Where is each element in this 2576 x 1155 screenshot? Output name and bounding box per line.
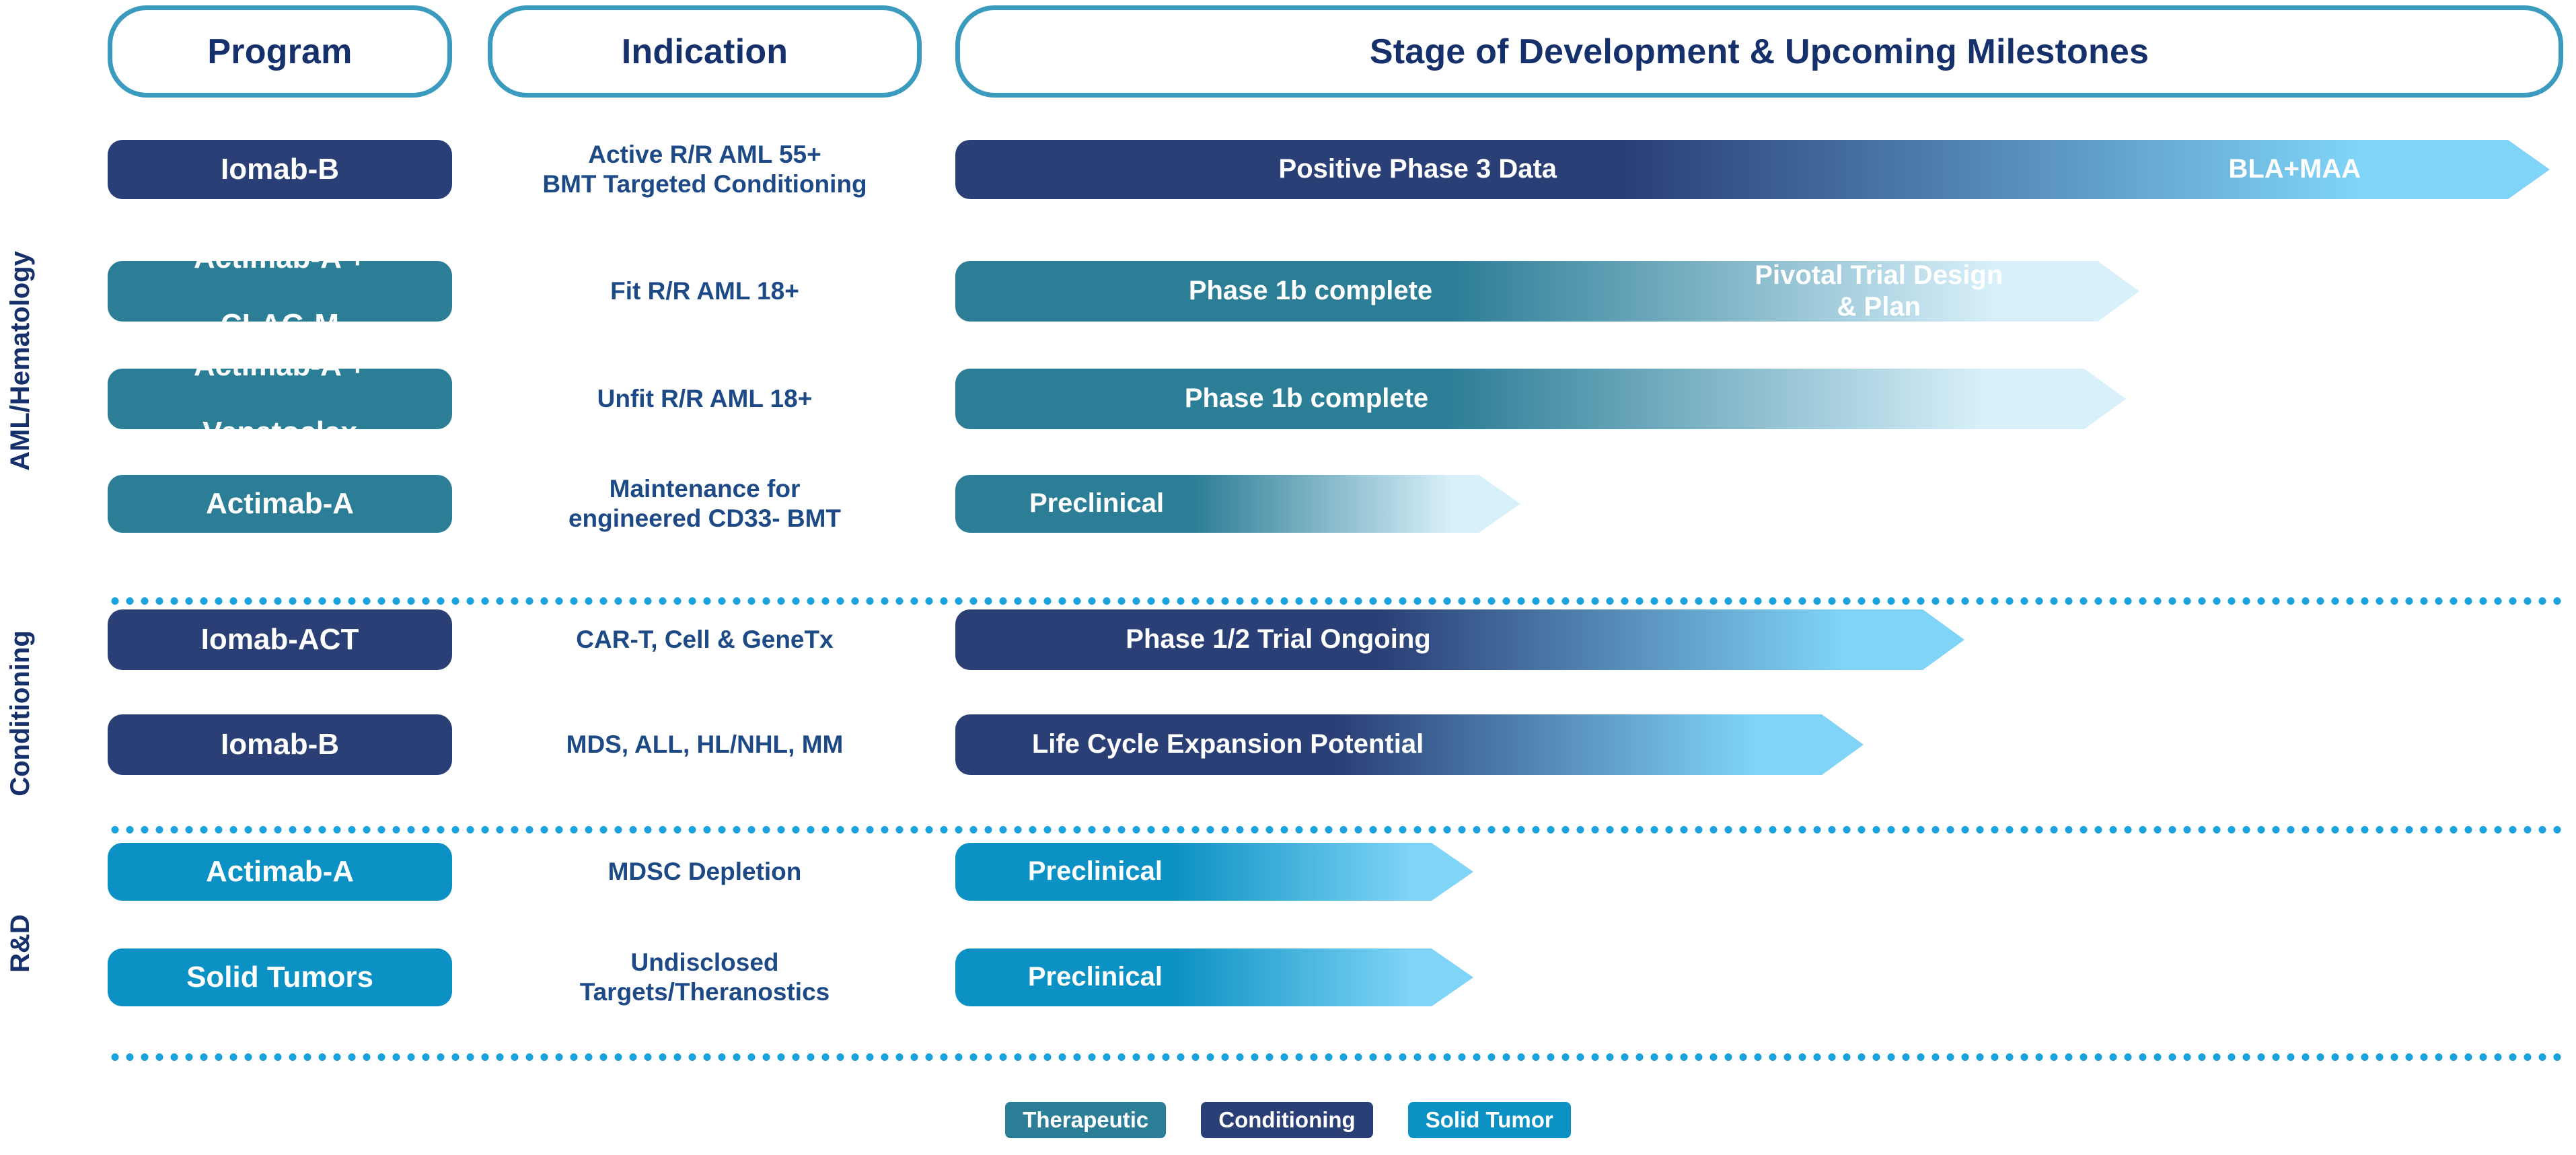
- indication-line: MDSC Depletion: [608, 857, 802, 885]
- indication-line: CAR-T, Cell & GeneTx: [576, 625, 834, 653]
- milestone-bar[interactable]: Phase 1b complete: [955, 369, 2126, 429]
- milestone-bar[interactable]: Phase 1b complete Pivotal Trial Design& P…: [955, 261, 2139, 322]
- indication-line: Targets/Theranostics: [579, 978, 830, 1006]
- milestone-label: Life Cycle Expansion Potential: [1026, 714, 1430, 775]
- indication-line: Maintenance for: [609, 474, 801, 502]
- milestone-bar-fill: Positive Phase 3 Data BLA+MAA: [955, 140, 2550, 199]
- milestone-label: Preclinical: [893, 948, 1297, 1006]
- milestone-label-line: Phase 1/2 Trial Ongoing: [1126, 624, 1431, 655]
- program-pill[interactable]: Iomab-B: [108, 714, 452, 775]
- milestone-label: Phase 1/2 Trial Ongoing: [1076, 609, 1480, 670]
- milestone-label: Preclinical: [895, 475, 1298, 533]
- milestone-label-line: & Plan: [1837, 292, 1921, 322]
- indication-text: MDSC Depletion: [488, 843, 922, 901]
- indication-text: Maintenance for engineered CD33- BMT: [488, 471, 922, 537]
- legend-item-conditioning[interactable]: Conditioning: [1201, 1102, 1373, 1138]
- section-divider-1: [108, 597, 2564, 605]
- indication-text: Fit R/R AML 18+: [488, 261, 922, 322]
- section-label-text: R&D: [5, 914, 35, 973]
- indication-text: MDS, ALL, HL/NHL, MM: [488, 714, 922, 775]
- program-label: Solid Tumors: [186, 961, 373, 994]
- milestone-label-line: Pivotal Trial Design: [1755, 260, 2003, 290]
- indication-line: BMT Targeted Conditioning: [542, 170, 867, 198]
- column-header-program-label: Program: [207, 32, 353, 71]
- program-label: Iomab-B: [221, 153, 339, 186]
- milestone-bar-fill: Life Cycle Expansion Potential: [955, 714, 1864, 775]
- indication-line: Unfit R/R AML 18+: [597, 384, 813, 412]
- indication-line: MDS, ALL, HL/NHL, MM: [566, 730, 844, 758]
- program-label: Actimab-A +: [193, 241, 367, 275]
- milestone-label-line: Preclinical: [1027, 856, 1163, 887]
- program-label: Actimab-A: [205, 487, 355, 521]
- program-pill[interactable]: Actimab-A + CLAG-M: [108, 241, 452, 341]
- program-pill[interactable]: Iomab-B: [108, 140, 452, 199]
- program-label: Actimab-A +: [193, 349, 367, 383]
- milestone-label-line: Preclinical: [1029, 488, 1165, 519]
- program-label: Iomab-ACT: [200, 623, 359, 657]
- milestone-bar[interactable]: Preclinical: [955, 475, 1520, 533]
- indication-text: Unfit R/R AML 18+: [488, 369, 922, 429]
- column-header-program: Program: [108, 5, 452, 98]
- milestone-label: BLA+MAA: [2093, 140, 2497, 199]
- milestone-label-line: Preclinical: [1027, 962, 1163, 992]
- milestone-bar[interactable]: Preclinical: [955, 843, 1473, 901]
- indication-line: Active R/R AML 55+: [588, 140, 821, 168]
- legend-item-therapeutic[interactable]: Therapeutic: [1005, 1102, 1167, 1138]
- milestone-bar[interactable]: Phase 1/2 Trial Ongoing: [955, 609, 1964, 670]
- program-label: CLAG-M: [221, 307, 339, 341]
- program-pill[interactable]: Actimab-A + Venetoclax: [108, 349, 452, 449]
- legend-item-label: Solid Tumor: [1425, 1107, 1553, 1132]
- milestone-label: Pivotal Trial Design& Plan: [1677, 261, 2081, 322]
- column-header-stage: Stage of Development & Upcoming Mileston…: [955, 5, 2563, 98]
- milestone-label-line: Phase 1b complete: [1188, 276, 1433, 306]
- milestone-label: Phase 1b complete: [1109, 261, 1512, 322]
- milestone-bar[interactable]: Preclinical: [955, 948, 1473, 1006]
- milestone-bar-fill: Preclinical: [955, 843, 1473, 901]
- milestone-label: Preclinical: [893, 843, 1297, 901]
- milestone-label-line: BLA+MAA: [2228, 154, 2361, 184]
- program-pill[interactable]: Actimab-A: [108, 843, 452, 901]
- program-pill[interactable]: Iomab-ACT: [108, 609, 452, 670]
- legend-item-label: Therapeutic: [1023, 1107, 1149, 1132]
- milestone-bar-fill: Phase 1b complete: [955, 369, 2126, 429]
- legend-item-solid-tumor[interactable]: Solid Tumor: [1407, 1102, 1571, 1138]
- section-divider-3: [108, 1053, 2564, 1061]
- milestone-label-line: Phase 1b complete: [1184, 383, 1429, 414]
- indication-line: Undisclosed: [630, 948, 779, 976]
- program-pill[interactable]: Solid Tumors: [108, 948, 452, 1006]
- milestone-bar-fill: Phase 1b complete Pivotal Trial Design& P…: [955, 261, 2139, 322]
- section-label-aml-hematology: AML/Hematology: [0, 135, 40, 587]
- milestone-label: Phase 1b complete: [1105, 369, 1508, 429]
- program-label: Actimab-A: [205, 855, 355, 889]
- column-header-indication-label: Indication: [621, 32, 788, 71]
- indication-line: Fit R/R AML 18+: [610, 276, 799, 305]
- milestone-bar[interactable]: Positive Phase 3 Data BLA+MAA: [955, 140, 2550, 199]
- indication-line: engineered CD33- BMT: [568, 505, 841, 532]
- section-divider-2: [108, 826, 2564, 833]
- milestone-label: Positive Phase 3 Data: [1216, 140, 1619, 199]
- milestone-label-line: Positive Phase 3 Data: [1278, 154, 1557, 184]
- section-label-text: AML/Hematology: [5, 250, 35, 471]
- indication-text: CAR-T, Cell & GeneTx: [488, 609, 922, 670]
- milestone-bar-fill: Preclinical: [955, 475, 1520, 533]
- program-label: Venetoclax: [203, 415, 357, 449]
- section-label-r-d: R&D: [0, 841, 40, 1046]
- milestone-label-line: Life Cycle Expansion Potential: [1031, 729, 1424, 759]
- program-label: Iomab-B: [221, 728, 339, 761]
- section-label-text: Conditioning: [5, 630, 35, 796]
- indication-text: Active R/R AML 55+BMT Targeted Condition…: [488, 135, 922, 204]
- legend-item-label: Conditioning: [1218, 1107, 1356, 1132]
- column-header-indication: Indication: [488, 5, 922, 98]
- milestone-bar[interactable]: Life Cycle Expansion Potential: [955, 714, 1864, 775]
- milestone-bar-fill: Phase 1/2 Trial Ongoing: [955, 609, 1964, 670]
- section-label-conditioning: Conditioning: [0, 605, 40, 821]
- milestone-bar-fill: Preclinical: [955, 948, 1473, 1006]
- column-header-stage-label: Stage of Development & Upcoming Mileston…: [1369, 32, 2149, 71]
- program-pill[interactable]: Actimab-A: [108, 475, 452, 533]
- legend: Therapeutic Conditioning Solid Tumor: [0, 1102, 2576, 1138]
